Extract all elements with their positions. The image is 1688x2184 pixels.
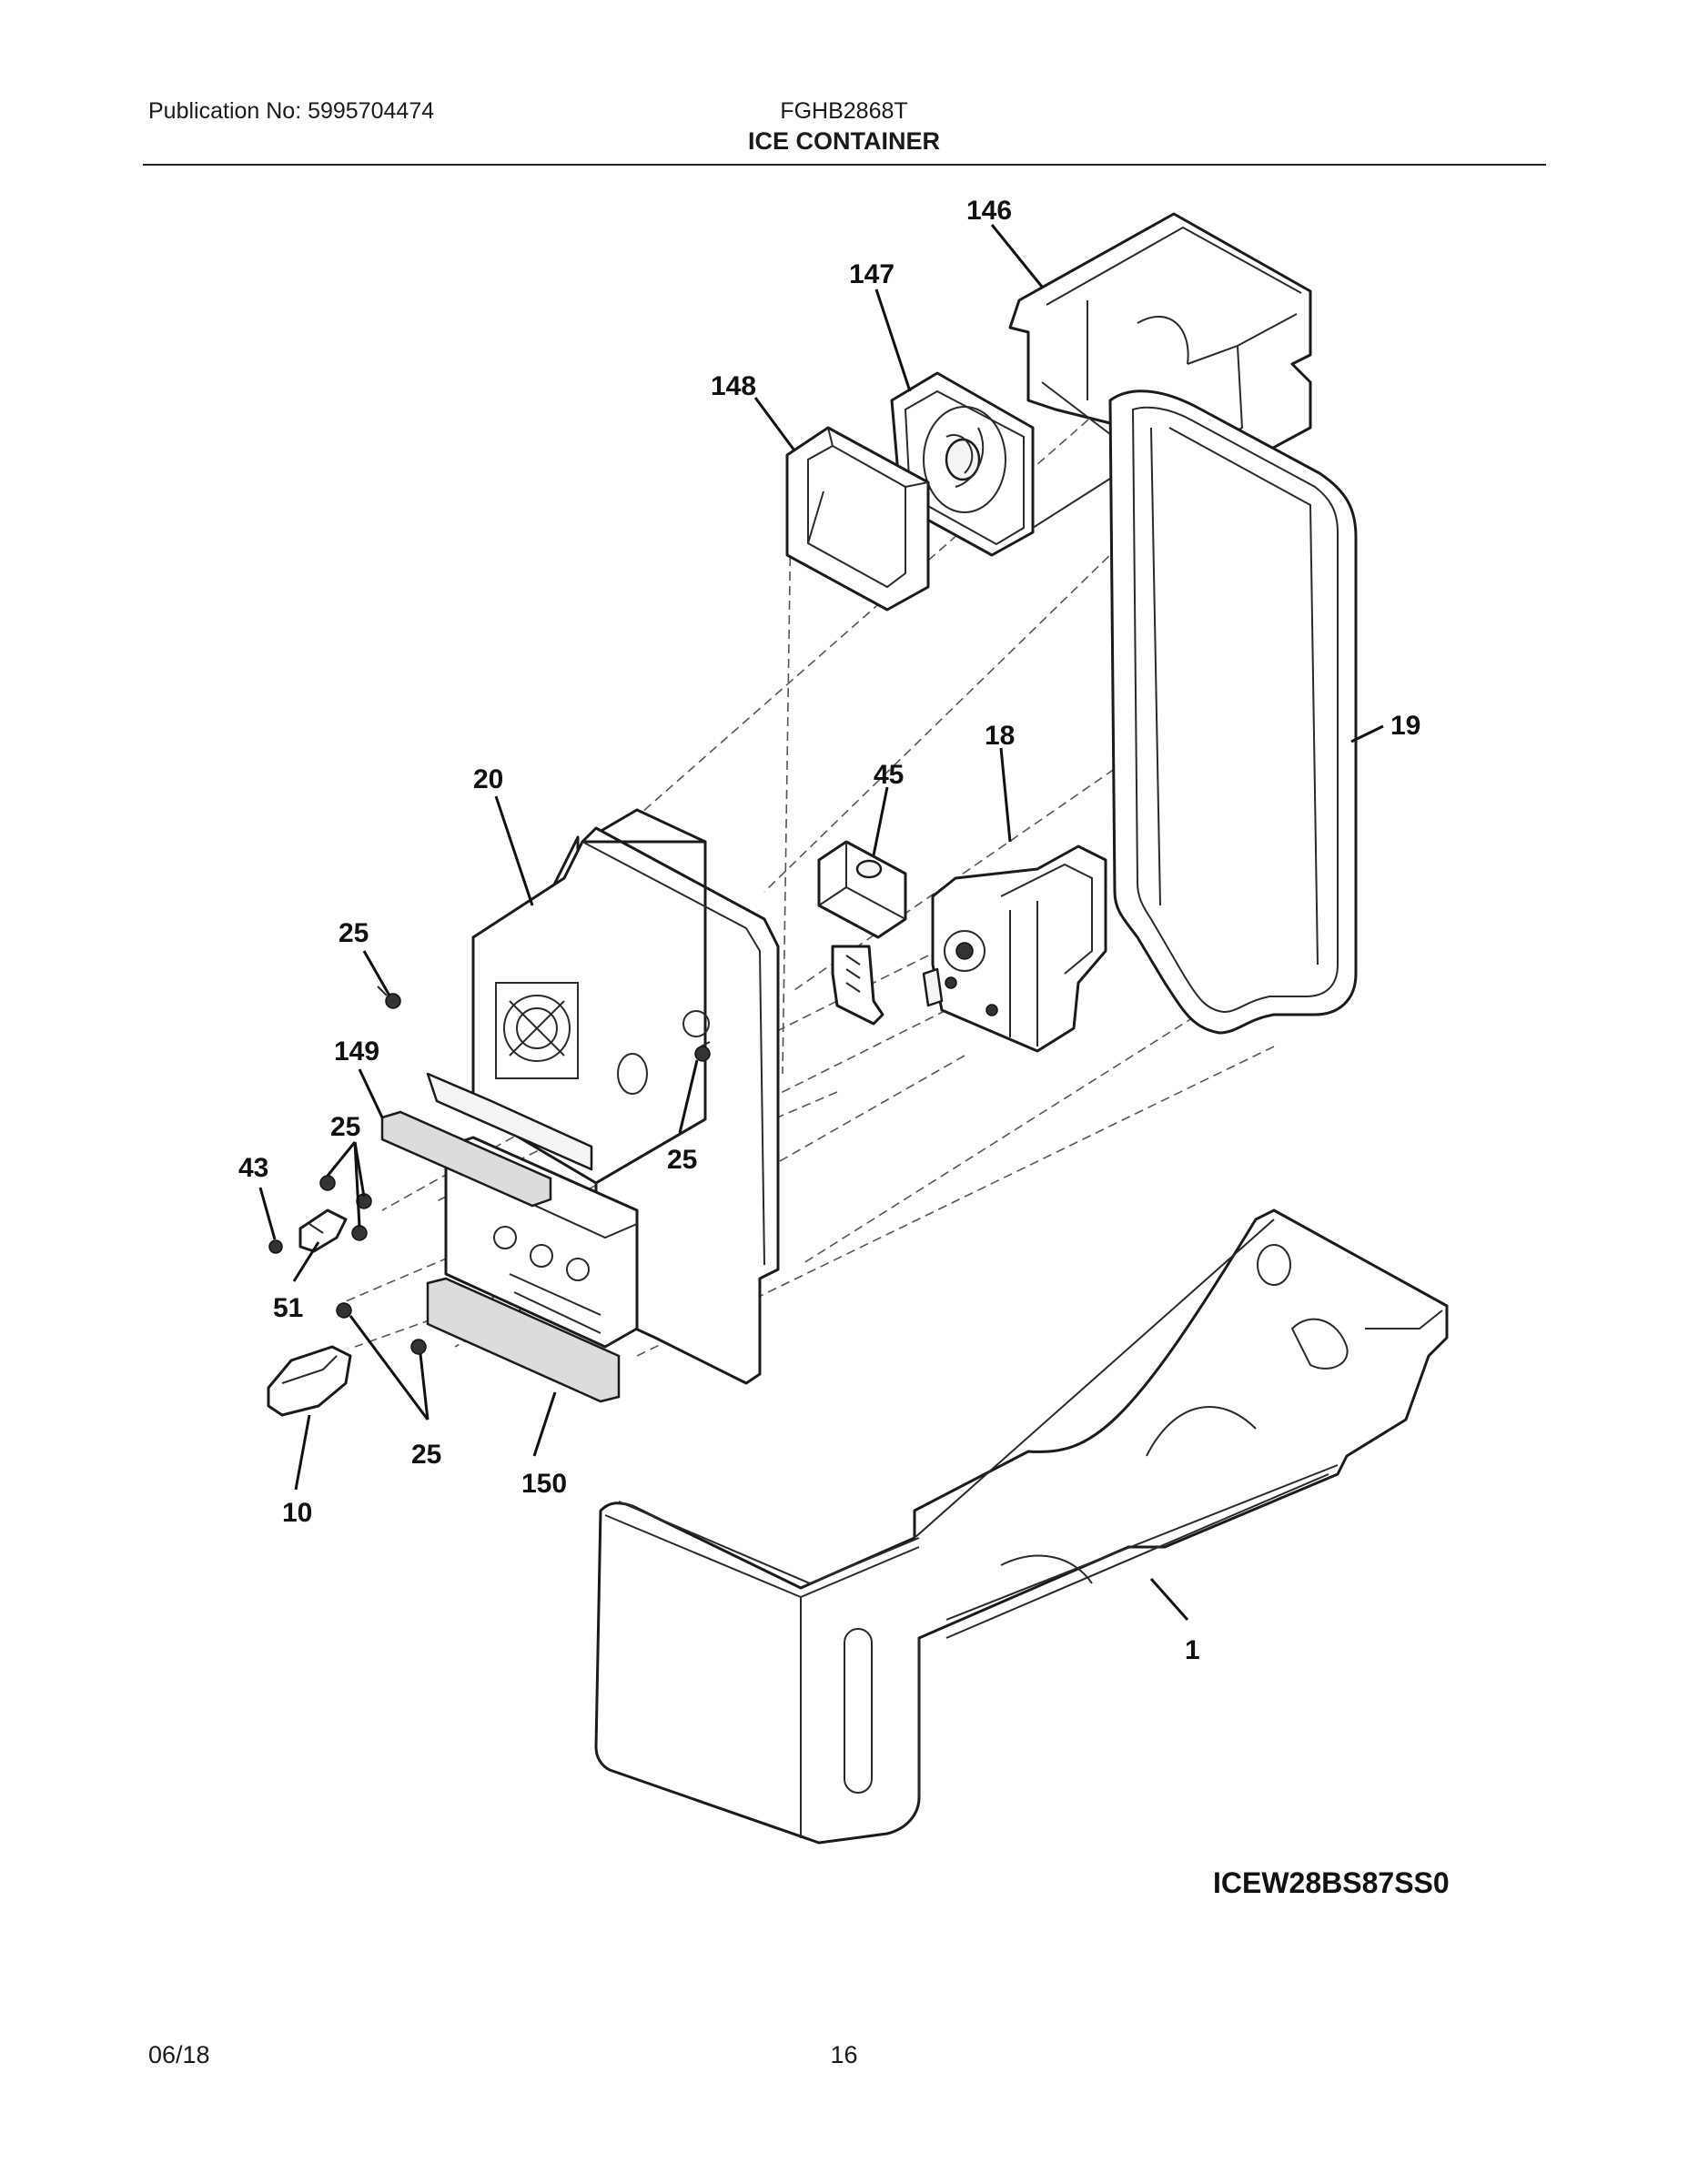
callout-1: 1 xyxy=(1185,1635,1200,1665)
callout-25-d: 25 xyxy=(411,1440,441,1470)
part-45-solenoid xyxy=(817,840,907,1026)
screw-43 xyxy=(268,1239,283,1254)
part-18-auger-motor xyxy=(922,844,1107,1053)
callout-51: 51 xyxy=(273,1293,303,1323)
model-number: FGHB2868T xyxy=(780,98,908,124)
part-10-handle xyxy=(267,1345,352,1417)
callout-25-c: 25 xyxy=(667,1145,697,1175)
screws xyxy=(268,986,711,1355)
callout-43: 43 xyxy=(238,1153,268,1183)
screw-25-b xyxy=(694,1041,711,1062)
part-146-air-duct xyxy=(1008,212,1312,493)
page-number: 16 xyxy=(830,2041,858,2068)
header-divider xyxy=(143,164,1546,166)
callout-20: 20 xyxy=(473,764,503,794)
part-19-gasket xyxy=(1108,389,1358,1035)
callout-45: 45 xyxy=(874,760,904,790)
callout-19: 19 xyxy=(1390,711,1420,741)
part-51-bracket xyxy=(298,1208,348,1253)
callout-148: 148 xyxy=(711,371,756,401)
footer-date: 06/18 xyxy=(148,2041,210,2068)
screw-25-a xyxy=(377,986,401,1009)
part-148-fan-shroud xyxy=(785,426,930,612)
callout-18: 18 xyxy=(985,721,1015,751)
page-title: ICE CONTAINER xyxy=(747,127,940,155)
callout-25-a: 25 xyxy=(339,918,369,948)
callout-149: 149 xyxy=(334,1036,379,1067)
part-150-lower-trim xyxy=(426,1277,621,1403)
part-149-trim-strip xyxy=(380,1110,552,1208)
screw-25-c3 xyxy=(351,1225,368,1241)
callout-146: 146 xyxy=(966,196,1012,226)
callout-10: 10 xyxy=(282,1498,312,1528)
part-1-ice-bucket xyxy=(594,1208,1449,1845)
callout-labels: 146 147 148 19 18 45 20 25 149 25 25 43 … xyxy=(238,196,1420,1665)
diagram-code: ICEW28BS87SS0 xyxy=(1213,1866,1450,1899)
screw-25-d1 xyxy=(336,1302,352,1319)
callout-25-b: 25 xyxy=(330,1112,360,1142)
screw-25-c1 xyxy=(319,1175,336,1191)
leader-lines xyxy=(258,224,1384,1621)
callout-150: 150 xyxy=(521,1469,567,1499)
page-header: Publication No: 5995704474 FGHB2868T ICE… xyxy=(0,0,1688,182)
callout-147: 147 xyxy=(849,259,895,289)
screw-25-d2 xyxy=(410,1339,427,1355)
publication-number: Publication No: 5995704474 xyxy=(148,98,435,124)
